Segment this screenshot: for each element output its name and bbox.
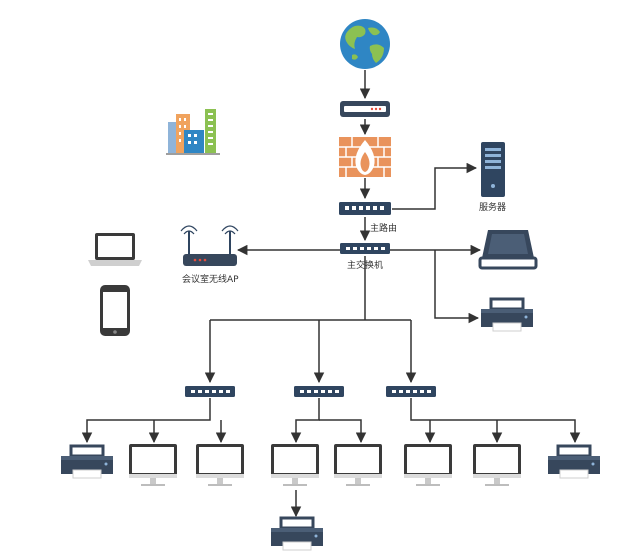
modem-icon: [340, 101, 390, 117]
switch-icon: [185, 386, 235, 397]
printer-icon: [546, 444, 602, 480]
firewall-icon: [339, 137, 391, 177]
main-switch-label: 主交换机: [347, 259, 383, 271]
watermark: 悟空问答: [511, 528, 587, 548]
wireless-ap-icon: [180, 225, 239, 266]
globe-icon: [340, 19, 390, 69]
main-router-label: 主路由: [370, 222, 397, 234]
monitor-icon: [473, 444, 521, 486]
connector-lines: [81, 70, 581, 518]
buildings-icon: [166, 109, 220, 155]
watermark-text: 悟空问答: [535, 531, 587, 547]
printer-icon: [59, 444, 115, 480]
server-label: 服务器: [479, 201, 506, 213]
switch-icon: [294, 386, 344, 397]
laptop-icon: [88, 233, 142, 266]
smartphone-icon: [100, 285, 130, 336]
monitor-icon: [271, 444, 319, 486]
printer-icon: [479, 297, 535, 333]
switch-icon: [386, 386, 436, 397]
monitor-icon: [196, 444, 244, 486]
monitor-icon: [404, 444, 452, 486]
meeting-ap-label: 会议室无线AP: [182, 273, 239, 285]
monitor-icon: [129, 444, 177, 486]
printer-icon: [269, 516, 325, 552]
monitor-icon: [334, 444, 382, 486]
server-icon: [481, 142, 505, 197]
scanner-icon: [478, 230, 538, 270]
switch-icon: [340, 243, 390, 254]
router-icon: [339, 202, 391, 215]
